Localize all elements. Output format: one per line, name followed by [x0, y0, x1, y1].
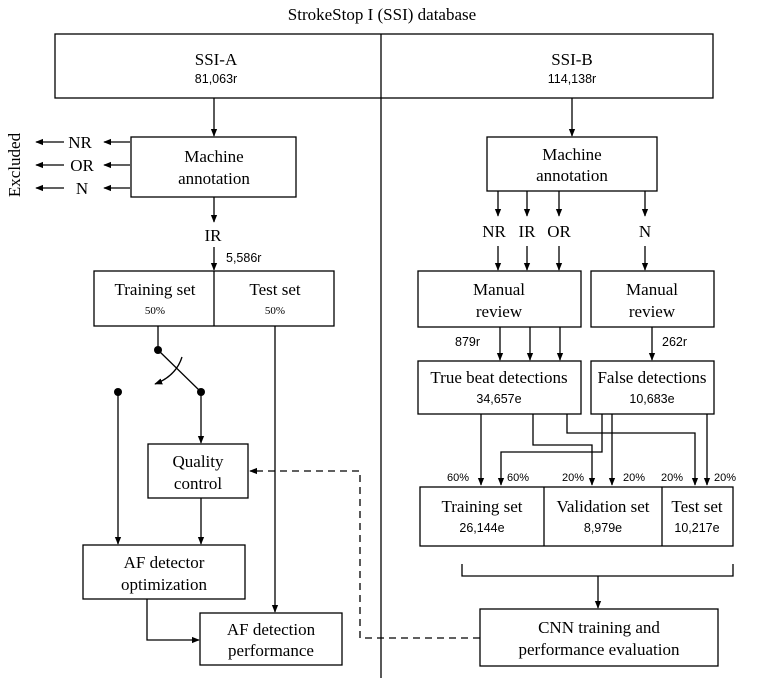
branch-nr: NR	[482, 222, 506, 241]
manual-review-left-line1: Manual	[473, 280, 525, 299]
manual-review-right-count: 262r	[662, 335, 687, 349]
ssi-b-validation-set-label: Validation set	[556, 497, 649, 516]
route-true-to-test	[566, 414, 699, 486]
cnn-training-box	[479, 608, 719, 667]
ssi-b-count: 114,138r	[548, 72, 596, 86]
ssi-a-label: SSI-A	[195, 50, 238, 69]
manual-review-right-line1: Manual	[626, 280, 678, 299]
pct-true-training: 60%	[447, 472, 469, 484]
dashed-feedback-arrow	[249, 467, 480, 639]
ssi-a-machine-annotation-box	[130, 136, 297, 198]
pct-false-training: 60%	[507, 472, 529, 484]
af-detection-performance-line2: performance	[228, 641, 314, 660]
ir-count: 5,586r	[226, 251, 261, 265]
database-box	[54, 33, 714, 99]
ssi-a-test-set-pct: 50%	[265, 305, 285, 317]
false-detections-box	[590, 360, 715, 415]
true-beat-detections-box	[417, 360, 582, 415]
ssi-b-machine-annotation-line1: Machine	[542, 145, 601, 164]
false-detections-count: 10,683e	[629, 392, 674, 406]
ssi-b-validation-set-count: 8,979e	[584, 521, 622, 535]
arrow-optimization-to-performance	[146, 599, 200, 644]
excluded-label: Excluded	[5, 132, 24, 197]
true-beat-detections-label: True beat detections	[430, 368, 567, 387]
quality-control-line2: control	[174, 474, 222, 493]
route-true-to-validation	[532, 414, 596, 486]
branch-or: OR	[547, 222, 571, 241]
false-detections-label: False detections	[597, 368, 706, 387]
ssi-b-machine-annotation-line2: annotation	[536, 166, 608, 185]
ssi-b-machine-annotation-box	[486, 136, 658, 192]
ssi-a-count: 81,063r	[195, 72, 237, 86]
excluded-n: N	[76, 179, 88, 198]
ssi-a-test-set-label: Test set	[249, 280, 300, 299]
true-beat-detections-count: 34,657e	[476, 392, 521, 406]
switch-rotation-arrow	[154, 356, 183, 385]
ssi-b-label: SSI-B	[551, 50, 593, 69]
sets-bracket	[461, 564, 734, 577]
quality-control-line1: Quality	[173, 452, 224, 471]
excluded-nr: NR	[68, 133, 92, 152]
pct-true-test: 20%	[661, 472, 683, 484]
route-false-to-training	[497, 414, 603, 486]
manual-review-right-box	[590, 270, 715, 328]
af-detector-optimization-box	[82, 544, 246, 600]
switch-lever	[157, 349, 202, 393]
branch-n: N	[639, 222, 651, 241]
cnn-training-line2: performance evaluation	[519, 640, 680, 659]
pct-true-validation: 20%	[562, 472, 584, 484]
pct-false-test: 20%	[714, 472, 736, 484]
excluded-or: OR	[70, 156, 94, 175]
diagram-title: StrokeStop I (SSI) database	[288, 5, 476, 24]
manual-review-left-line2: review	[476, 302, 523, 321]
manual-review-left-count: 879r	[455, 335, 480, 349]
ssi-a-training-set-pct: 50%	[145, 305, 165, 317]
branch-ir: IR	[519, 222, 537, 241]
quality-control-box	[147, 443, 249, 499]
pct-false-validation: 20%	[623, 472, 645, 484]
ssi-b-test-set-count: 10,217e	[674, 521, 719, 535]
af-detection-performance-box	[199, 612, 343, 666]
ssi-b-training-set-label: Training set	[441, 497, 522, 516]
ssi-a-training-set-label: Training set	[114, 280, 195, 299]
af-detector-optimization-line2: optimization	[121, 575, 207, 594]
ssi-b-training-set-count: 26,144e	[459, 521, 504, 535]
ssi-b-sets-box	[419, 486, 734, 547]
ssi-b-test-set-label: Test set	[671, 497, 722, 516]
ssi-a-machine-annotation-line2: annotation	[178, 169, 250, 188]
manual-review-left-box	[417, 270, 582, 328]
ir-label: IR	[205, 226, 223, 245]
af-detector-optimization-line1: AF detector	[124, 553, 205, 572]
af-detection-performance-line1: AF detection	[227, 620, 316, 639]
cnn-training-line1: CNN training and	[538, 618, 660, 637]
ssi-a-machine-annotation-line1: Machine	[184, 147, 243, 166]
manual-review-right-line2: review	[629, 302, 676, 321]
